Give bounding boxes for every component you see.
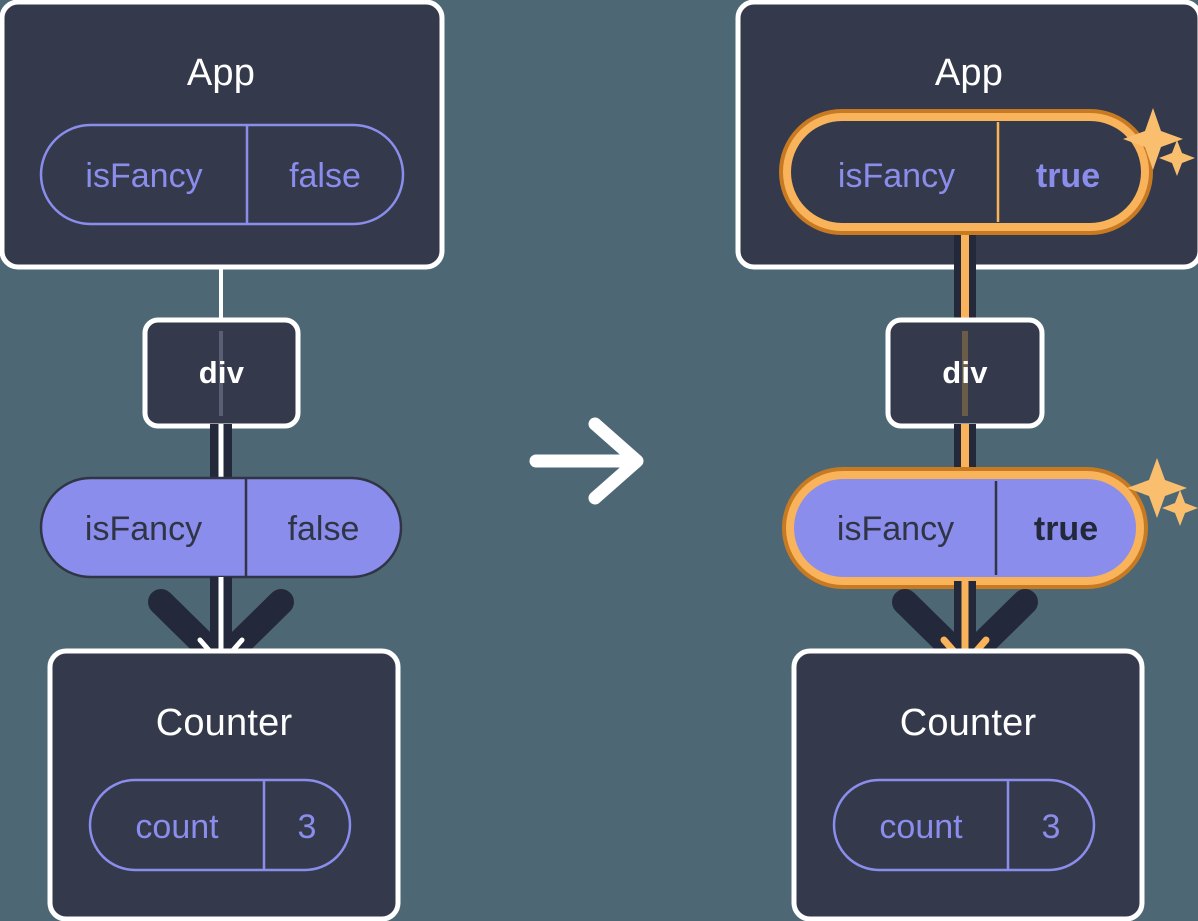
- before-prop-pill: [39, 476, 403, 579]
- after-counter-state-pill: [832, 778, 1096, 872]
- before-app-card: [0, 0, 445, 270]
- after-prop-pill-inner-ring: [786, 471, 1144, 585]
- transition-right-arrow-icon: [529, 417, 644, 505]
- before-app-state-pill: [39, 123, 405, 226]
- before-counter-state-pill: [88, 778, 352, 872]
- after-prop-sparkles-icon: [1127, 458, 1198, 526]
- before-counter-card: [47, 648, 401, 921]
- after-counter-card: [791, 648, 1145, 921]
- after-app-sparkles-icon: [1123, 108, 1195, 176]
- after-app-state-pill-inner-ring: [783, 113, 1149, 231]
